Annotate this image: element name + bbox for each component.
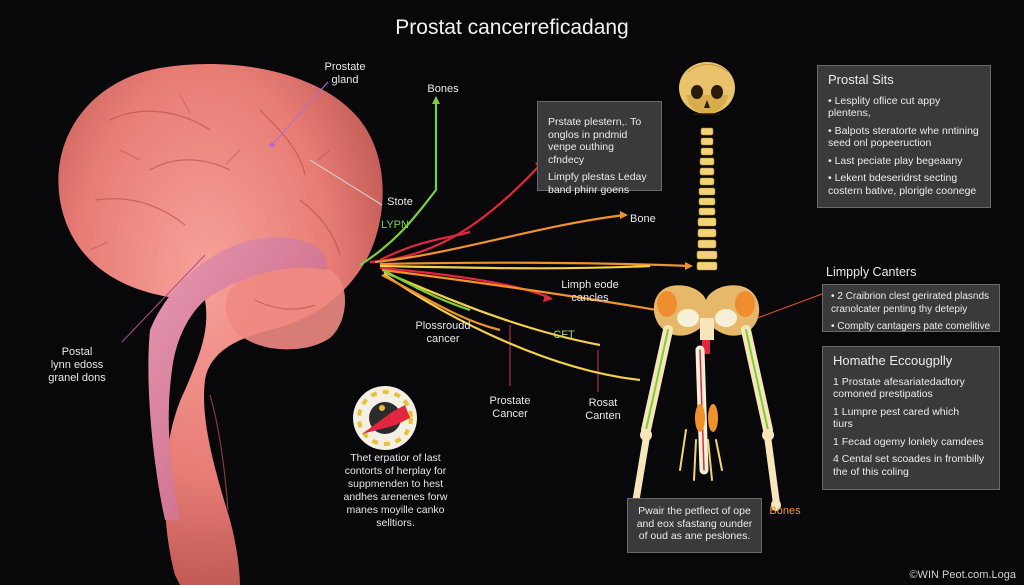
prostal-sits-panel: Prostal Sits • Lesplity oflice cut appy … (817, 65, 991, 208)
joints (631, 404, 781, 511)
center-box-line-1: Prstate plestern,. To onglos in pndmid v… (548, 116, 642, 166)
label-lymph-eode: Limph eode cancles (561, 279, 619, 304)
cancer-cell-illustration (353, 386, 417, 450)
skeleton (631, 62, 781, 511)
label-plossroudd-cancer: Plossroudd cancer (415, 320, 471, 345)
label-rosat-canten: Rosat Canten (585, 397, 621, 422)
legs (632, 325, 780, 504)
center-info-box: Prstate plestern,. To onglos in pndmid v… (537, 101, 662, 196)
leader-lines (121, 81, 823, 392)
prostal-sits-item: • Lekent bdeseridrst secting costern bat… (828, 172, 977, 197)
watermark: ©WIN Peot.com.Loga (909, 569, 1016, 581)
homathe-item: 4 Cental set scoades in frombilly the of… (833, 453, 985, 478)
limpply-canters-item: • 2 Craibrion clest gerirated plasnds cr… (831, 291, 990, 315)
bottom-info-box: Pwair the petfiect of ope and eox sfasta… (627, 498, 762, 553)
label-postal-left: Postal lynn edoss granel dons (48, 346, 106, 384)
label-prostate-cancer: Prostate Cancer (489, 395, 531, 420)
limpply-canters-item: • Complty cantagers pate comelitive (831, 321, 991, 332)
label-bone-right: Bone (630, 213, 656, 225)
prostal-sits-item: • Balpots steratorte whe nntining seed o… (828, 124, 979, 150)
page-title: Prostat cancerreficadang (395, 16, 629, 39)
label-lypn: LYPN (381, 219, 409, 231)
label-prostate-gland: Prostate gland (324, 61, 366, 86)
center-box-line-2: Limpfy plestas Leday band phinr goens (548, 171, 647, 196)
pelvis (653, 285, 760, 354)
spine (696, 127, 718, 271)
label-cft: CFT (553, 329, 575, 341)
skull (679, 62, 735, 115)
homathe-panel: Homathe Eccougplly 1 Prostate afesariate… (822, 346, 1000, 490)
homathe-item: 1 Lumpre pest cared which tiurs (833, 405, 960, 431)
homathe-item: 1 Fecad ogemy lonlely camdees (833, 435, 984, 448)
label-stote: Stote (387, 196, 413, 208)
metastasis-lines (359, 100, 691, 382)
label-bones-top: Bones (427, 83, 459, 95)
prostal-sits-item: • Lesplity oflice cut appy plentens, (828, 94, 941, 120)
prostal-sits-title: Prostal Sits (828, 72, 894, 87)
limpply-canters-panel: • 2 Craibrion clest gerirated plasnds cr… (822, 284, 1000, 332)
label-bones-bottom: Bones (769, 505, 801, 517)
homathe-title: Homathe Eccougplly (833, 353, 953, 368)
limpply-canters-title: Limpply Canters (826, 265, 917, 279)
cell-note: Thet erpatior of last contorts of herpla… (343, 452, 448, 529)
homathe-item: 1 Prostate afesariatedadtory comoned pre… (833, 375, 965, 401)
prostate-organ (58, 63, 383, 585)
prostal-sits-item: • Last peciate play begeaany (828, 154, 963, 167)
